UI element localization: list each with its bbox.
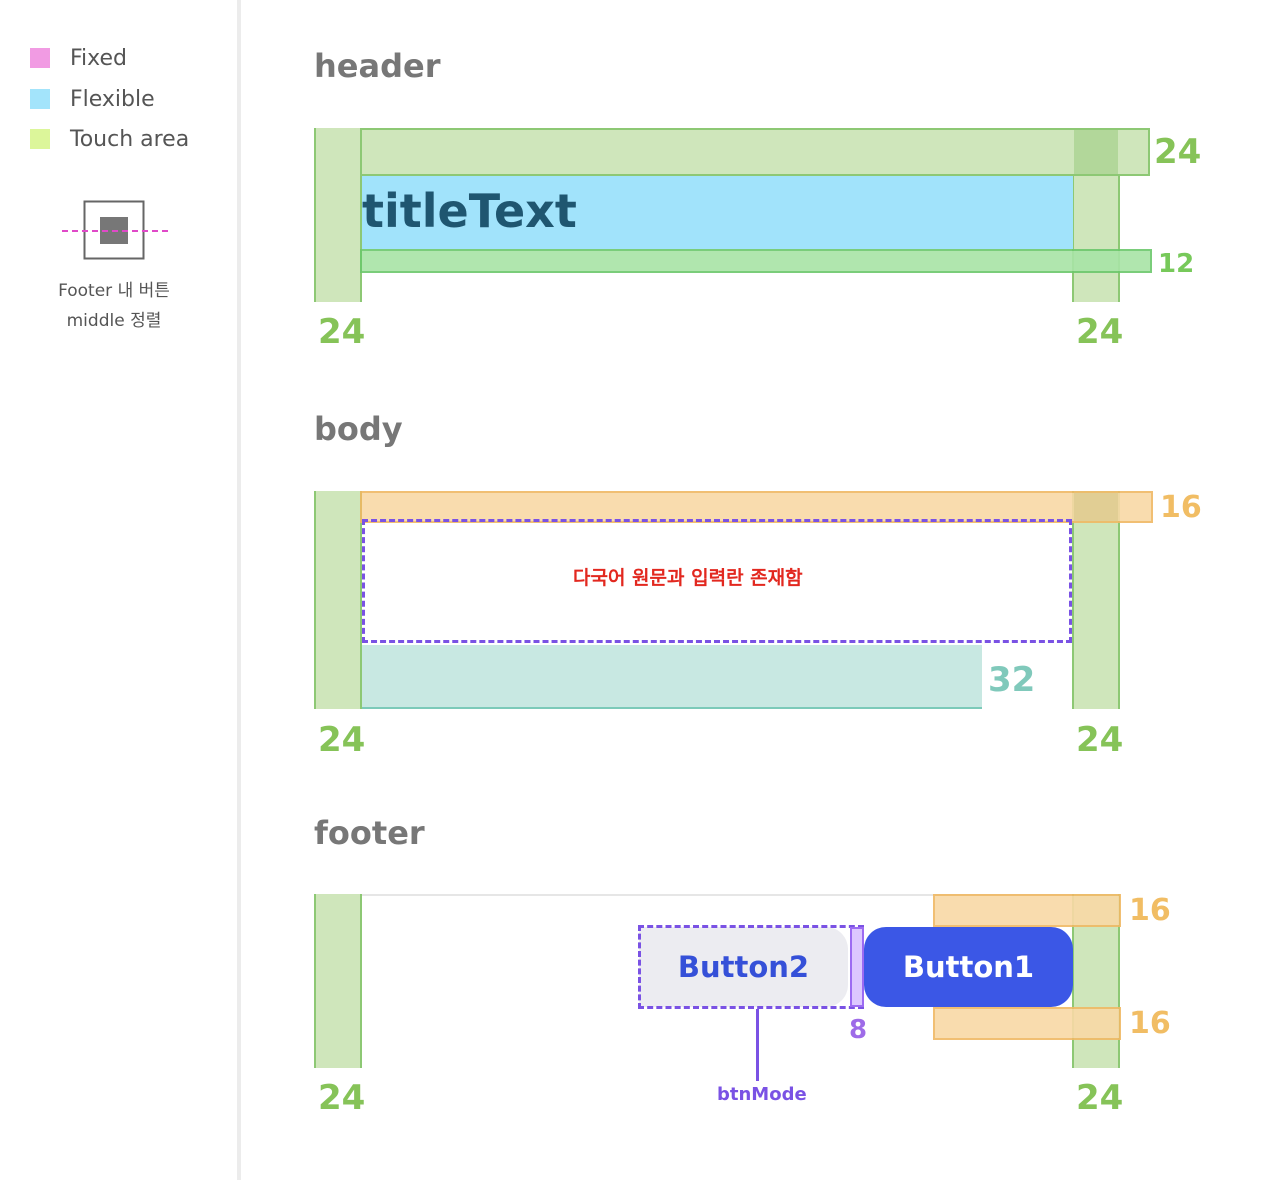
footer-left-spacing-label: 24 (318, 1078, 366, 1118)
body-section-title: body (314, 410, 403, 448)
sidebar-divider (237, 0, 241, 1180)
button1[interactable]: Button1 (864, 927, 1073, 1007)
header-section-title: header (314, 47, 441, 85)
body-top-spacing-label: 16 (1160, 490, 1202, 525)
body-content-area (362, 519, 1072, 643)
middle-align-note: Footer 내 버튼 middle 정렬 (14, 276, 214, 336)
button2-mode-outline (638, 925, 864, 1009)
body-top-padding (360, 491, 1153, 523)
body-bottom-padding (362, 645, 982, 709)
note-line-2: middle 정렬 (66, 311, 162, 331)
title-text: titleText (362, 184, 577, 238)
footer-section-title: footer (314, 814, 425, 852)
button-gap-marker (850, 927, 864, 1007)
button2[interactable]: Button2 (639, 927, 848, 1007)
body-left-spacing-label: 24 (318, 720, 366, 760)
footer-top-divider (314, 894, 1120, 896)
header-title-area: titleText (362, 176, 1073, 249)
legend-swatch-flexible (30, 89, 50, 109)
legend-swatch-fixed (30, 48, 50, 68)
btnmode-callout-line (756, 1009, 759, 1081)
body-left-padding (314, 491, 362, 709)
header-top-spacing-label: 24 (1154, 132, 1202, 172)
body-top-overlap (1074, 493, 1118, 521)
header-top-overlap (1074, 130, 1118, 174)
header-top-padding (360, 128, 1150, 176)
legend-label-touch-area: Touch area (70, 127, 190, 152)
footer-bottom-padding (933, 1007, 1121, 1040)
legend-swatch-touch-area (30, 129, 50, 149)
body-right-spacing-label: 24 (1076, 720, 1124, 760)
header-bottom-padding (360, 249, 1152, 273)
header-left-spacing-label: 24 (318, 312, 366, 352)
footer-top-padding (933, 894, 1121, 927)
button-gap-label: 8 (849, 1015, 868, 1045)
middle-align-icon (60, 200, 170, 260)
header-right-spacing-label: 24 (1076, 312, 1124, 352)
legend-label-fixed: Fixed (70, 46, 128, 71)
note-line-1: Footer 내 버튼 (58, 281, 170, 301)
footer-left-padding (314, 894, 362, 1068)
btnmode-callout-label: btnMode (717, 1084, 807, 1105)
body-bottom-spacing-label: 32 (988, 660, 1036, 700)
footer-bottom-spacing-label: 16 (1129, 1006, 1171, 1041)
footer-right-spacing-label: 24 (1076, 1078, 1124, 1118)
header-bottom-spacing-label: 12 (1158, 249, 1195, 279)
body-content-note: 다국어 원문과 입력란 존재함 (573, 567, 803, 589)
header-left-padding (314, 128, 362, 302)
body-right-padding (1072, 491, 1120, 709)
legend-label-flexible: Flexible (70, 87, 155, 112)
footer-top-spacing-label: 16 (1129, 893, 1171, 928)
